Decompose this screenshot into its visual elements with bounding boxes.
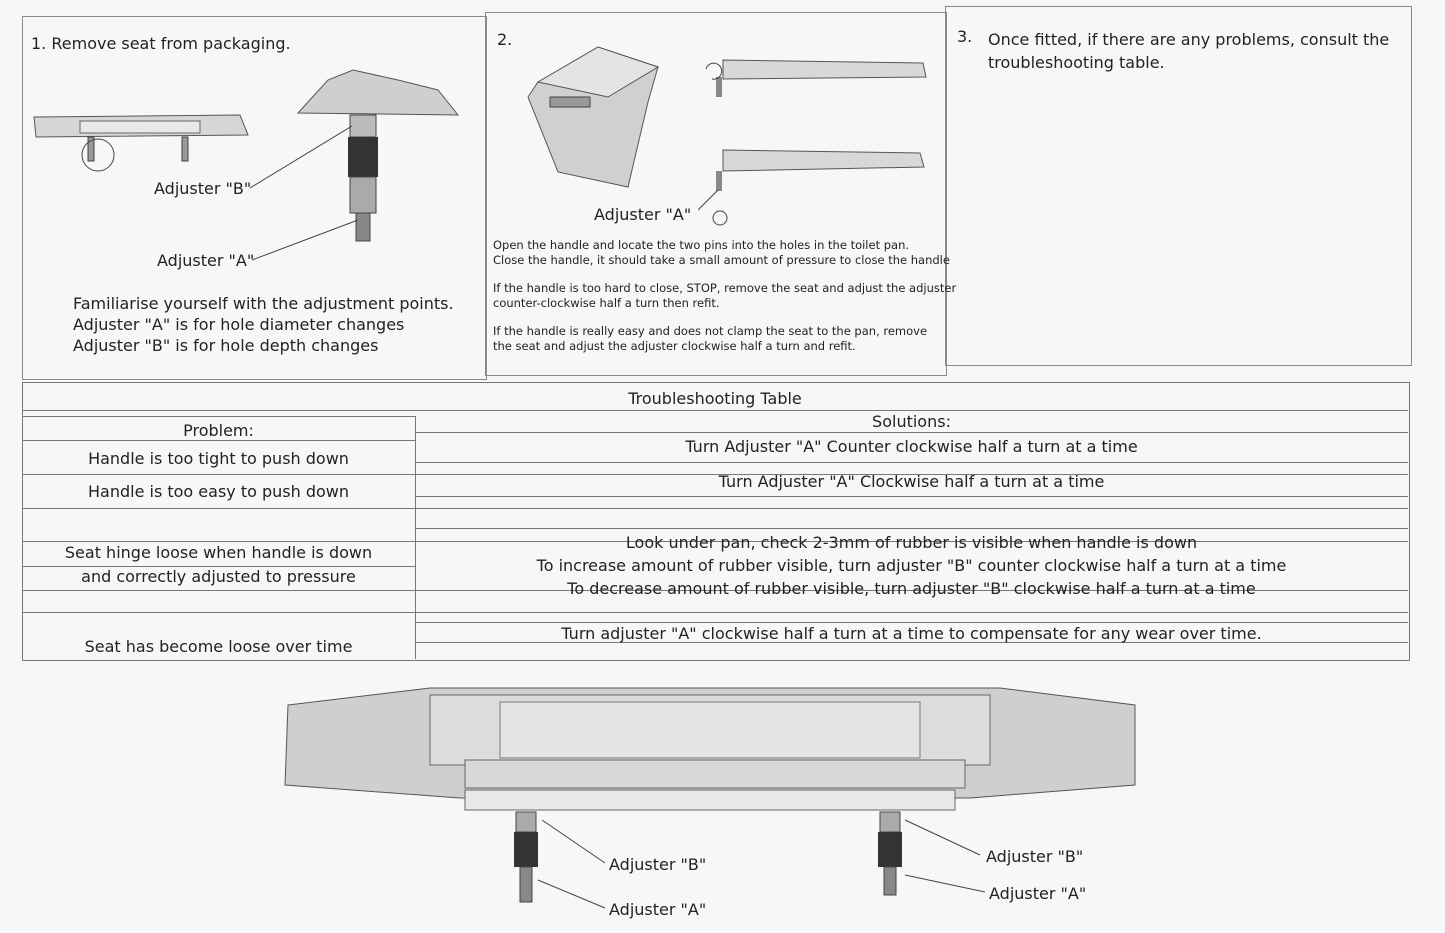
step-1-note: Adjuster "B" is for hole depth changes [73,336,379,355]
bottom-left-adjuster-a-label: Adjuster "A" [609,900,707,919]
step-2-paragraph: If the handle is too hard to close, STOP… [493,281,957,310]
bottom-right-adjuster-b-label: Adjuster "B" [986,847,1084,866]
table-row-solution: Turn Adjuster "A" Counter clockwise half… [685,437,1138,456]
problem-header: Problem: [183,421,254,440]
step-2-adjuster-a-label: Adjuster "A" [594,205,692,224]
seat-side-illustration [33,114,249,172]
table-row-problem: Handle is too tight to push down [88,449,349,468]
step-2-heading: 2. [497,30,513,49]
step-2-paragraph: Open the handle and locate the two pins … [493,238,950,267]
table-row-solution: Turn Adjuster "A" Clockwise half a turn … [718,472,1105,491]
step-2-panel [485,12,947,376]
adjuster-closeup-illustration [296,69,460,242]
bottom-right-adjuster-a-label: Adjuster "A" [989,884,1087,903]
table-row-solution: To decrease amount of rubber visible, tu… [567,579,1256,598]
table-row-solution: Look under pan, check 2-3mm of rubber is… [625,533,1198,552]
table-row-problem: Handle is too easy to push down [87,482,350,501]
step-1-leader-lines [249,125,359,261]
step-3-number: 3. [957,27,973,46]
table-row-solution: To increase amount of rubber visible, tu… [536,556,1287,575]
step-2-paragraph: If the handle is really easy and does no… [493,324,928,353]
toilet-pan-illustration [527,46,660,188]
step-1-heading: 1. Remove seat from packaging. [31,34,291,53]
solutions-header: Solutions: [872,412,951,431]
step-1-adjuster-b-label: Adjuster "B" [154,179,252,198]
step-3-text: Once fitted, if there are any problems, … [988,30,1390,72]
table-row-problem: and correctly adjusted to pressure [81,567,356,586]
seat-hinge-assembly-illustration [284,687,1136,909]
bottom-left-adjuster-b-label: Adjuster "B" [609,855,707,874]
table-row-solution: Turn adjuster "A" clockwise half a turn … [561,624,1262,643]
table-row-problem: Seat has become loose over time [84,637,353,656]
handle-positions-illustration [698,59,927,226]
step-1-note: Familiarise yourself with the adjustment… [73,294,454,313]
step-1-panel [22,16,487,380]
troubleshooting-table [22,382,1410,661]
step-3-panel [945,6,1412,366]
table-title: Troubleshooting Table [628,389,802,408]
step-1-note: Adjuster "A" is for hole diameter change… [73,315,405,334]
step-1-adjuster-a-label: Adjuster "A" [157,251,255,270]
table-row-problem: Seat hinge loose when handle is down [64,543,373,562]
